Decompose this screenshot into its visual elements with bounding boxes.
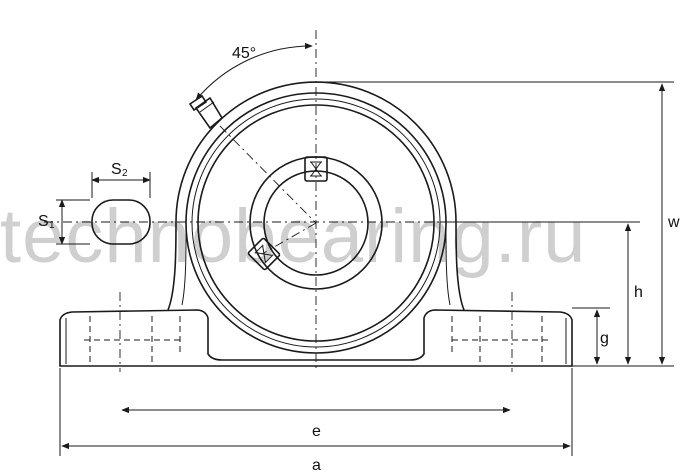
a-label: a <box>312 457 321 474</box>
angle-label: 45° <box>232 45 256 62</box>
angle-dimension: 45° <box>195 42 313 101</box>
vertical-dimensions: w h g <box>316 81 680 367</box>
mounting-slot: S 2 S 1 <box>38 161 151 245</box>
h-label: h <box>634 284 643 301</box>
g-label: g <box>600 330 609 347</box>
s1-label: S <box>38 213 49 230</box>
s1-subscript: 1 <box>49 220 55 231</box>
horizontal-dimensions: e a <box>59 368 573 474</box>
housing-base <box>59 309 573 367</box>
set-screw-side <box>247 237 281 271</box>
s2-label: S <box>111 161 122 178</box>
w-label: w <box>667 214 680 231</box>
s2-subscript: 2 <box>122 168 128 179</box>
e-label: e <box>312 423 321 440</box>
